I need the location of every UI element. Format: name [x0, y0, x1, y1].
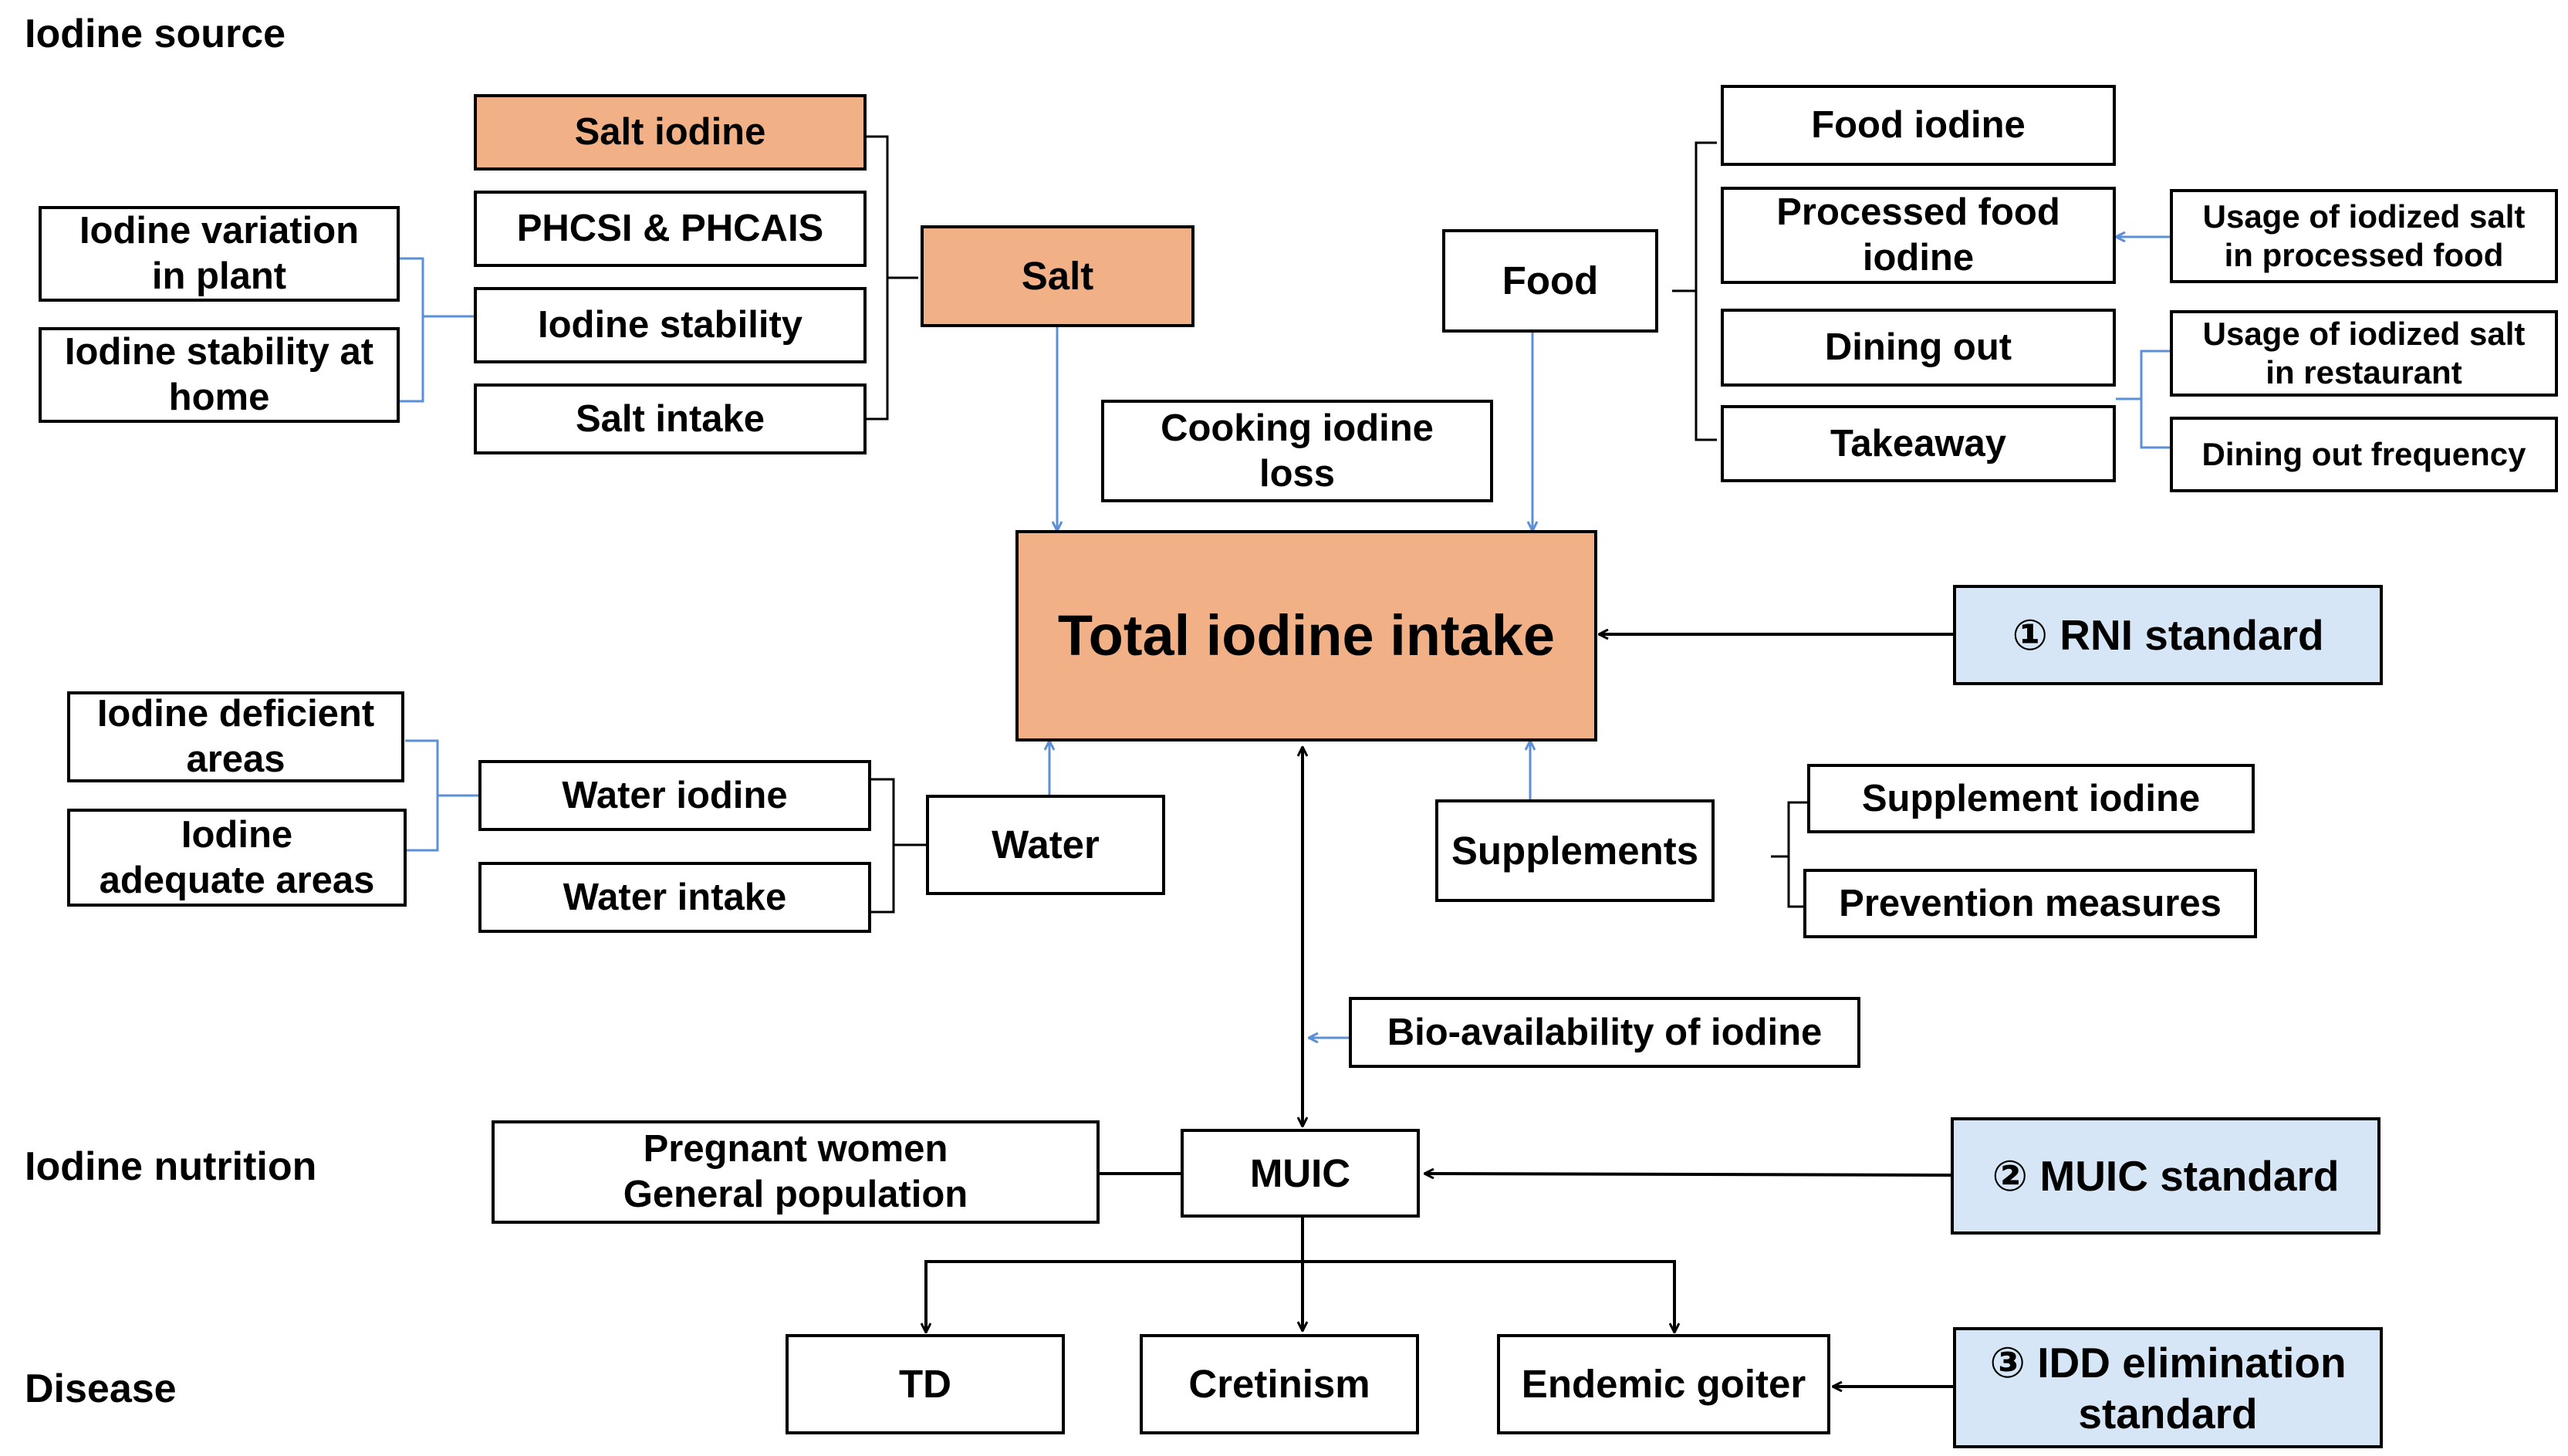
disease-branch-line: [924, 1260, 1676, 1331]
supplements-box: Supplements: [1435, 799, 1715, 902]
iodine-adequate-box: Iodine adequate areas: [67, 809, 407, 907]
prevention-measures-box: Prevention measures: [1803, 869, 2257, 938]
section-iodine-nutrition: Iodine nutrition: [25, 1144, 317, 1189]
usage-processed-box: Usage of iodized salt in processed food: [2170, 189, 2558, 283]
section-iodine-source: Iodine source: [25, 12, 286, 56]
food-iodine-box: Food iodine: [1721, 85, 2116, 166]
muic-standard-box: ② MUIC standard: [1951, 1117, 2380, 1235]
cretinism-box: Cretinism: [1140, 1334, 1419, 1434]
water-group-bracket: [871, 778, 926, 914]
iodine-variation-box: Iodine variation in plant: [39, 206, 400, 302]
salt-box: Salt: [921, 225, 1194, 327]
salt-intake-box: Salt intake: [474, 383, 867, 454]
usage-restaurant-box: Usage of iodized salt in restaurant: [2170, 310, 2558, 397]
muic-box: MUIC: [1181, 1129, 1420, 1218]
iodine-stability-box: Iodine stability: [474, 287, 867, 363]
supplements-bracket: [1771, 801, 1807, 908]
phcsi-box: PHCSI & PHCAIS: [474, 191, 867, 267]
rni-standard-box: ① RNI standard: [1953, 585, 2383, 685]
dining-out-box: Dining out: [1721, 309, 2116, 387]
idd-standard-box: ③ IDD elimination standard: [1953, 1327, 2383, 1448]
water-box: Water: [926, 795, 1165, 895]
food-group-bracket: [1672, 141, 1717, 441]
processed-food-iodine-box: Processed food iodine: [1721, 187, 2116, 284]
endemic-goiter-box: Endemic goiter: [1497, 1334, 1830, 1434]
total-iodine-intake-box: Total iodine intake: [1015, 530, 1597, 742]
stability-bracket: [400, 257, 475, 403]
water-iodine-box: Water iodine: [478, 760, 871, 831]
restaurant-bracket: [2116, 350, 2170, 449]
supplement-iodine-box: Supplement iodine: [1807, 764, 2255, 833]
dining-frequency-box: Dining out frequency: [2170, 417, 2558, 492]
population-box: Pregnant women General population: [492, 1120, 1100, 1224]
iodine-stability-home-box: Iodine stability at home: [39, 327, 400, 423]
td-box: TD: [786, 1334, 1065, 1434]
areas-bracket: [405, 739, 478, 852]
salt-iodine-box: Salt iodine: [474, 94, 867, 171]
cooking-loss-box: Cooking iodine loss: [1101, 400, 1493, 502]
takeaway-box: Takeaway: [1721, 405, 2116, 482]
food-box: Food: [1442, 229, 1658, 333]
salt-group-bracket: [867, 135, 918, 421]
muic-standard-arrow: [1424, 1174, 1951, 1175]
water-intake-box: Water intake: [478, 862, 871, 933]
iodine-deficient-box: Iodine deficient areas: [67, 691, 404, 782]
section-disease: Disease: [25, 1366, 177, 1411]
bioavailability-box: Bio-availability of iodine: [1349, 997, 1860, 1068]
